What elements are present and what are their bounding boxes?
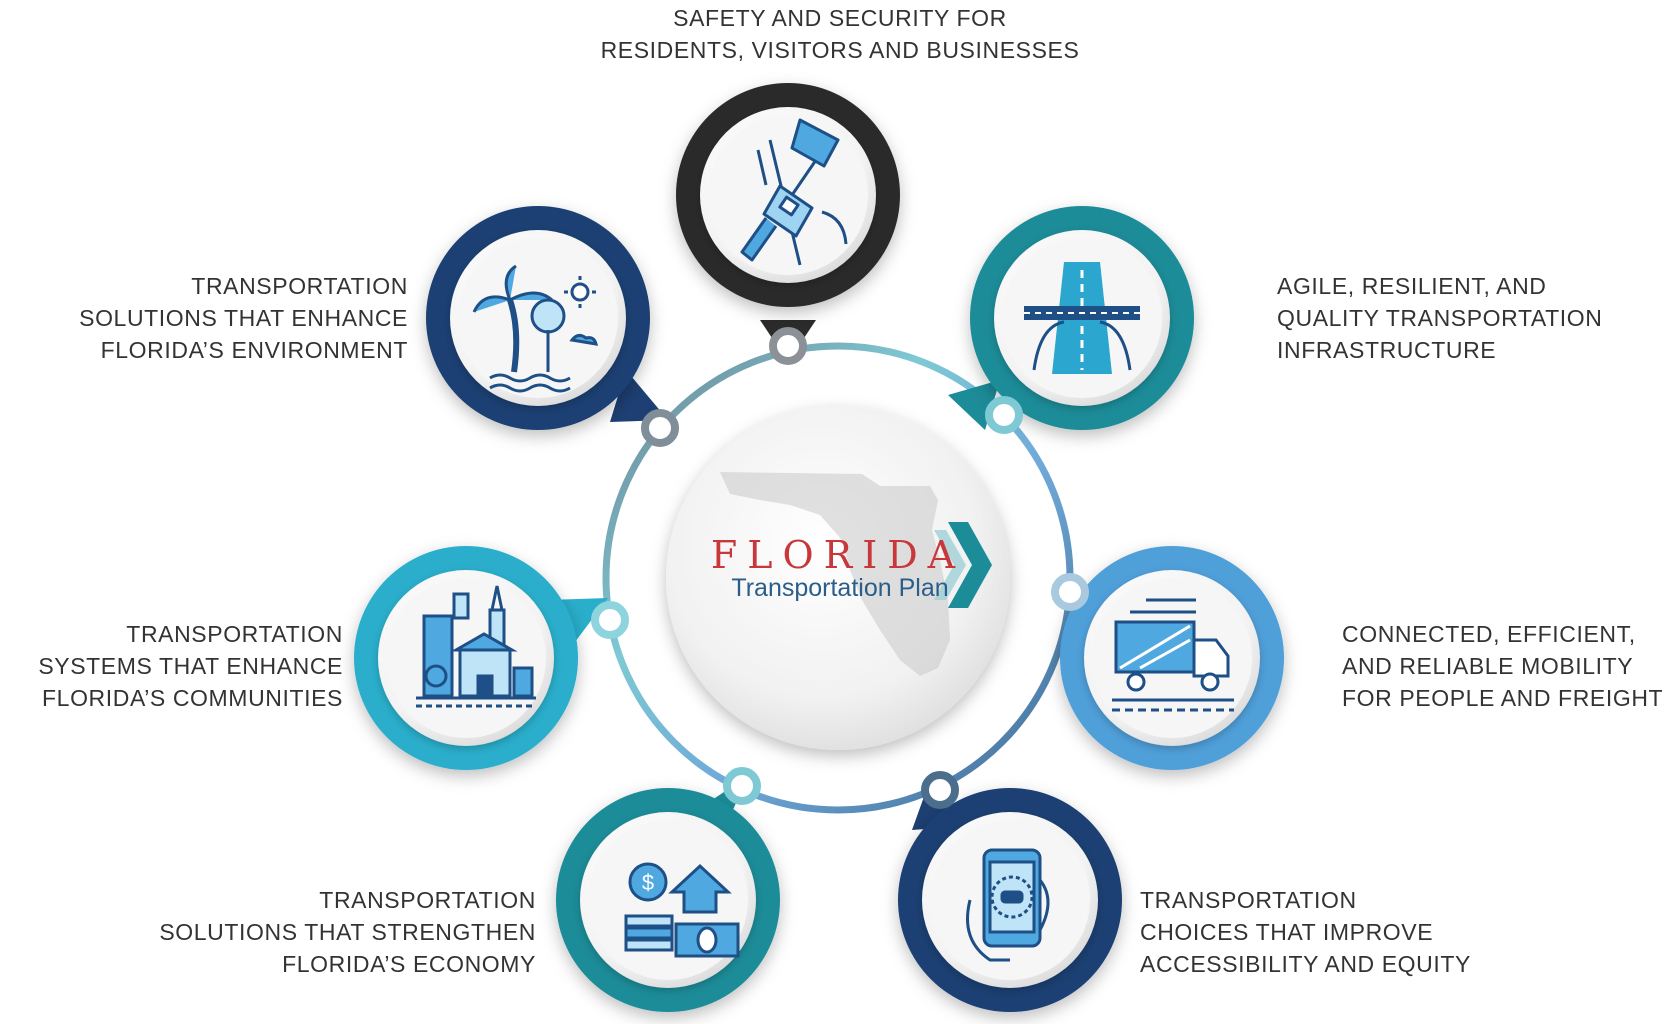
goal-label-accessibility: TRANSPORTATION CHOICES THAT IMPROVE ACCE… <box>1140 884 1471 980</box>
goal-label-line: ACCESSIBILITY AND EQUITY <box>1140 951 1471 977</box>
florida-map-watermark <box>720 472 950 676</box>
connector-dot-accessibility <box>921 771 959 809</box>
money-growth-icon: $ <box>624 862 740 958</box>
goal-label-line: FOR PEOPLE AND FREIGHT <box>1342 685 1664 711</box>
goal-label-infrastructure: AGILE, RESILIENT, AND QUALITY TRANSPORTA… <box>1277 270 1602 366</box>
goal-node-accessibility <box>898 780 1122 1012</box>
connector-dot-infrastructure <box>985 396 1023 434</box>
goal-label-line: SAFETY AND SECURITY FOR <box>673 5 1007 31</box>
goal-node-infrastructure <box>948 206 1194 430</box>
goal-label-line: FLORIDA’S COMMUNITIES <box>42 685 343 711</box>
goal-label-line: TRANSPORTATION <box>126 621 343 647</box>
connector-dot-environment <box>641 409 679 447</box>
goal-label-line: RESIDENTS, VISITORS AND BUSINESSES <box>600 37 1080 63</box>
freight-truck-icon <box>1112 598 1234 712</box>
goal-label-line: CONNECTED, EFFICIENT, <box>1342 621 1636 647</box>
smartphone-ride-icon <box>966 848 1050 962</box>
highway-overpass-icon <box>1024 262 1140 374</box>
goal-label-communities: TRANSPORTATION SYSTEMS THAT ENHANCE FLOR… <box>0 618 343 714</box>
seatbelt-icon <box>740 118 848 266</box>
goal-label-line: QUALITY TRANSPORTATION <box>1277 305 1603 331</box>
connector-dot-safety <box>769 327 807 365</box>
goal-label-line: AGILE, RESILIENT, AND <box>1277 273 1547 299</box>
goal-node-safety <box>676 83 900 362</box>
goal-node-mobility <box>1060 546 1284 770</box>
svg-text:$: $ <box>642 870 654 895</box>
connector-dot-communities <box>591 601 629 639</box>
goal-label-mobility: CONNECTED, EFFICIENT, AND RELIABLE MOBIL… <box>1342 618 1663 714</box>
goal-label-safety: SAFETY AND SECURITY FOR RESIDENTS, VISIT… <box>560 2 1120 66</box>
logo-title: FLORIDA <box>711 533 965 577</box>
goal-node-economy: $ <box>556 776 780 1012</box>
goal-label-line: TRANSPORTATION <box>191 273 408 299</box>
ring-connector-dots <box>591 327 1089 809</box>
goal-label-economy: TRANSPORTATION SOLUTIONS THAT STRENGTHEN… <box>100 884 536 980</box>
palm-tree-beach-icon <box>472 264 599 393</box>
connector-dot-economy <box>723 767 761 805</box>
goal-label-line: SOLUTIONS THAT ENHANCE <box>79 305 408 331</box>
goal-node-environment <box>426 206 668 430</box>
goal-label-line: CHOICES THAT IMPROVE <box>1140 919 1434 945</box>
goal-label-line: SOLUTIONS THAT STRENGTHEN <box>159 919 536 945</box>
goal-label-line: SYSTEMS THAT ENHANCE <box>38 653 343 679</box>
goal-label-line: FLORIDA’S ECONOMY <box>282 951 536 977</box>
goal-label-line: INFRASTRUCTURE <box>1277 337 1497 363</box>
chevron-right-icon <box>948 522 992 608</box>
connector-dot-mobility <box>1051 573 1089 611</box>
goal-label-line: TRANSPORTATION <box>1140 887 1357 913</box>
city-buildings-icon <box>416 585 536 708</box>
goal-label-line: FLORIDA’S ENVIRONMENT <box>100 337 408 363</box>
logo-subtitle: Transportation Plan <box>731 574 948 602</box>
center-logo: FLORIDA Transportation Plan <box>666 406 1010 750</box>
goal-label-environment: TRANSPORTATION SOLUTIONS THAT ENHANCE FL… <box>20 270 408 366</box>
goal-node-communities <box>354 546 608 770</box>
goal-label-line: AND RELIABLE MOBILITY <box>1342 653 1634 679</box>
goal-label-line: TRANSPORTATION <box>319 887 536 913</box>
